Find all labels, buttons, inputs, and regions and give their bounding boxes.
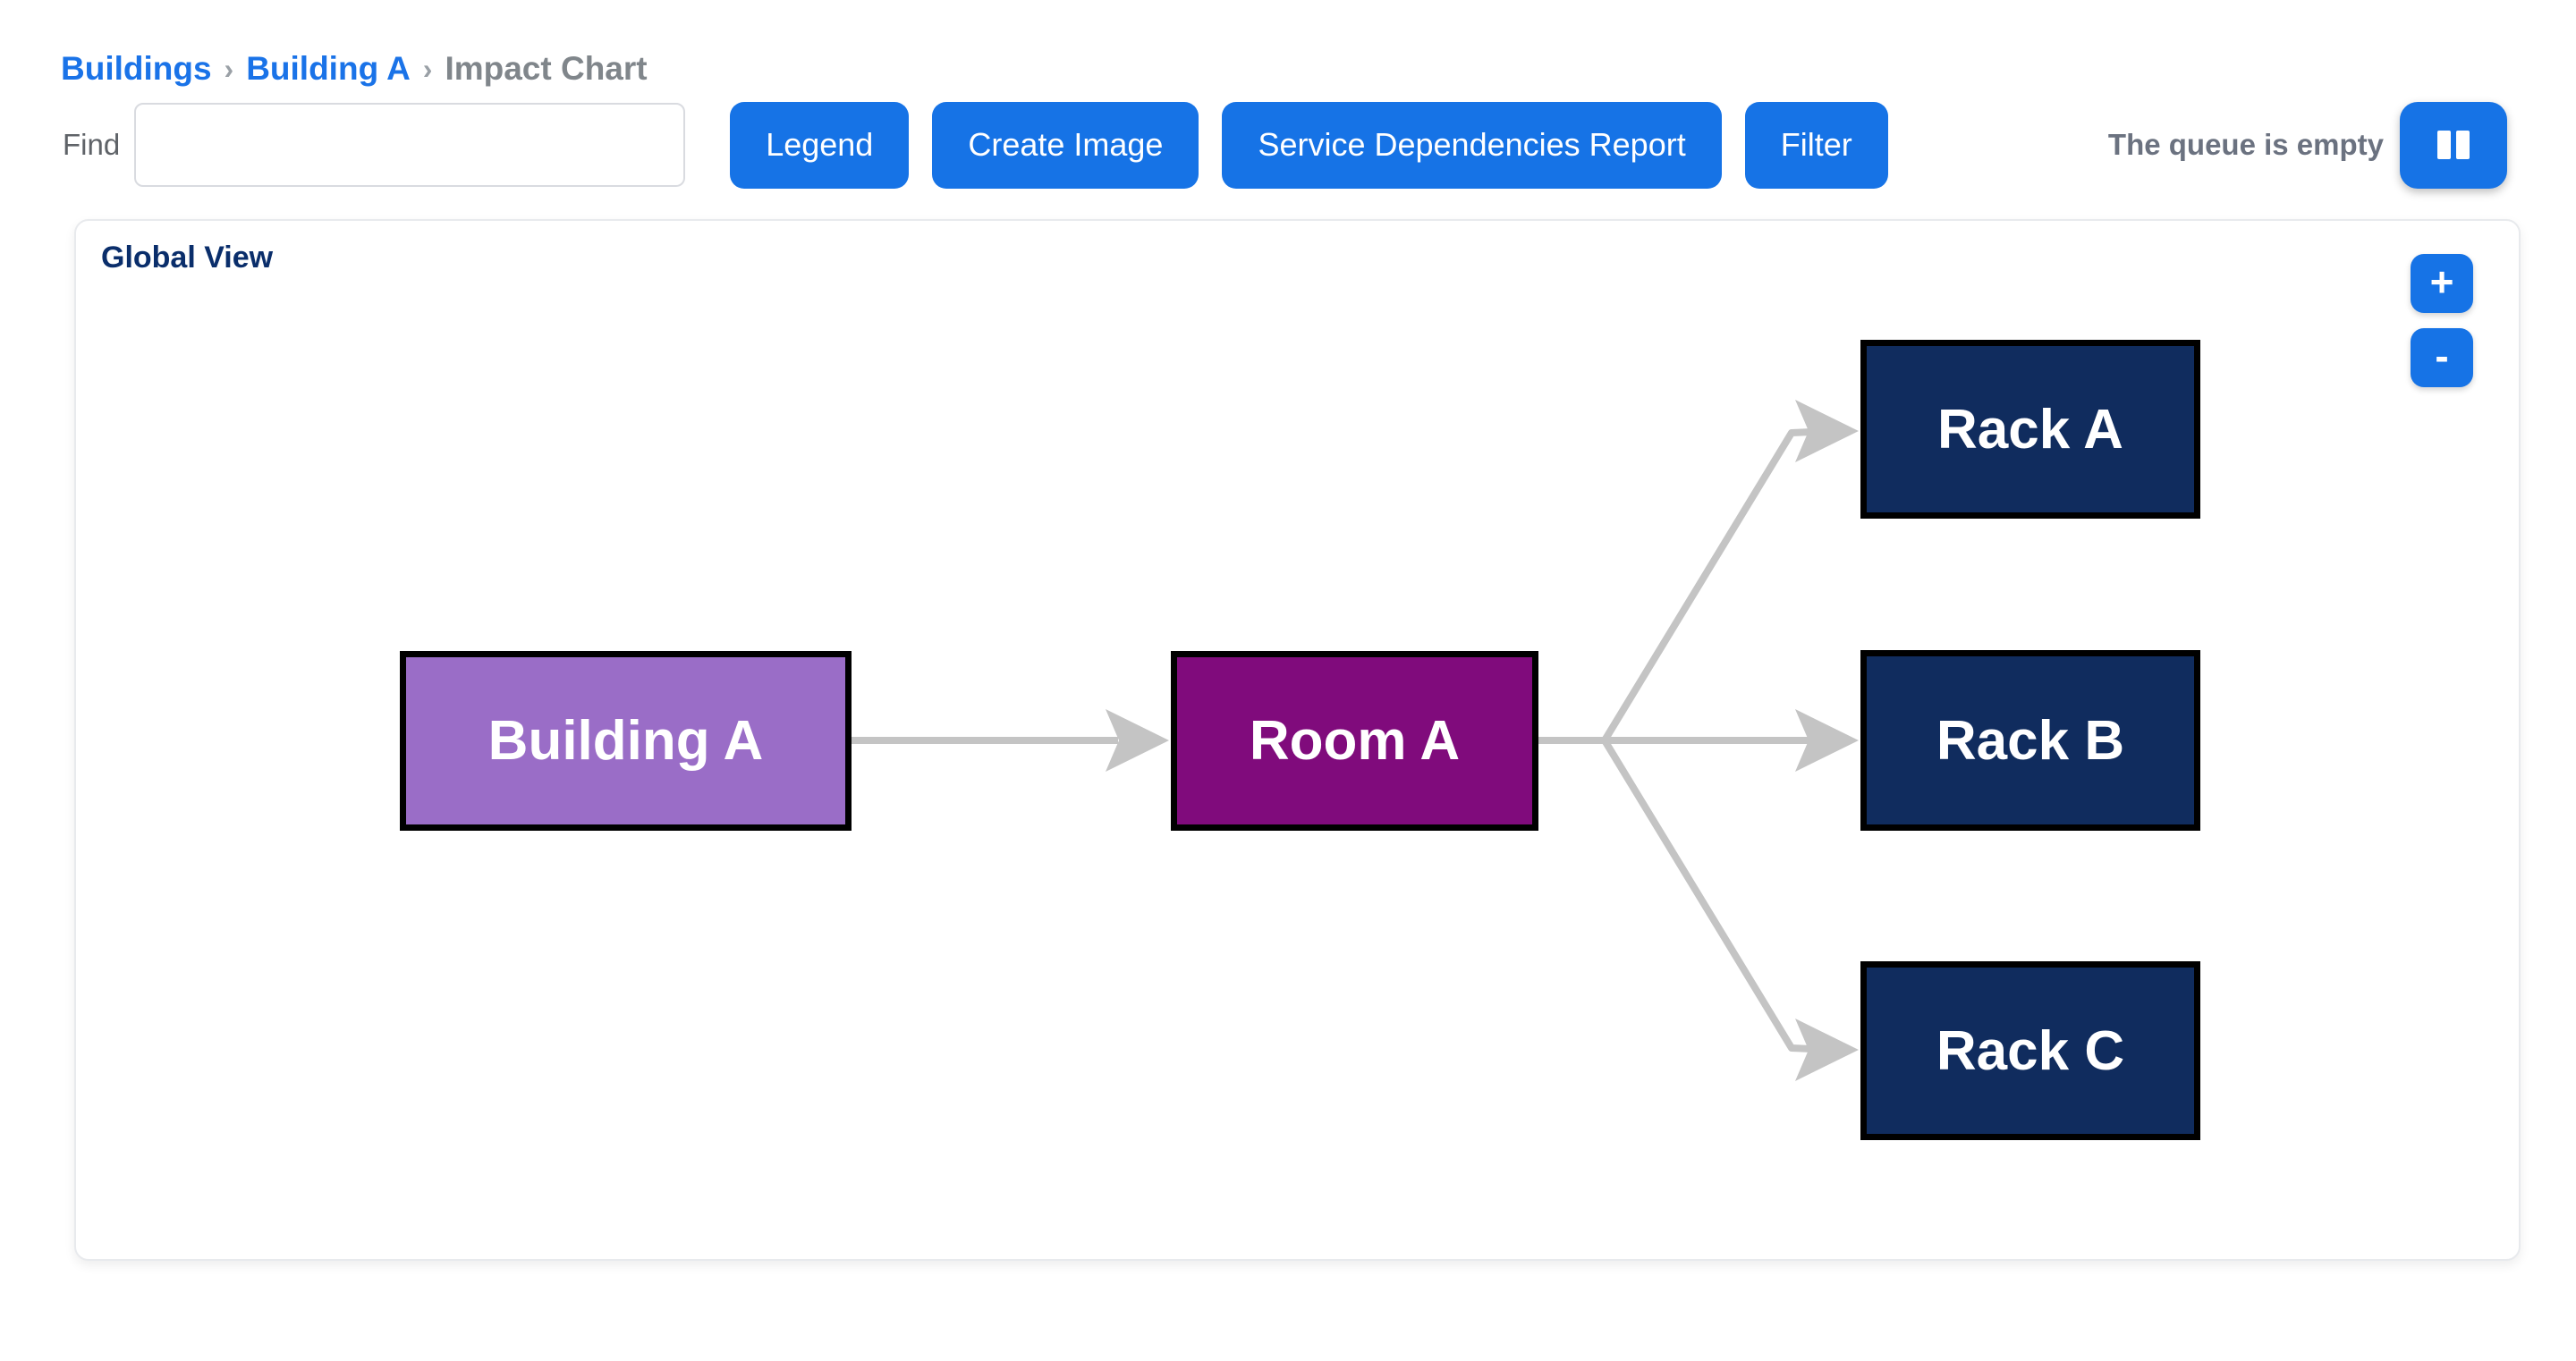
arrowhead-rack-a — [1795, 400, 1859, 462]
edge-room-a-rack-a — [1538, 428, 1812, 744]
queue-pause-button[interactable] — [2400, 101, 2507, 189]
toolbar-button-group: Legend Create Image Service Dependencies… — [730, 101, 1888, 189]
breadcrumb-current-impact-chart: Impact Chart — [445, 50, 648, 87]
node-rack-a[interactable]: Rack A — [1860, 340, 2200, 519]
breadcrumb-link-building-a[interactable]: Building A — [246, 50, 411, 87]
node-rack-b[interactable]: Rack B — [1860, 650, 2200, 831]
breadcrumb-separator: › — [422, 52, 433, 85]
arrowhead-rack-b — [1795, 709, 1859, 772]
queue-status-area: The queue is empty — [2107, 101, 2507, 189]
breadcrumb-separator: › — [224, 52, 234, 85]
queue-status-text: The queue is empty — [2107, 128, 2384, 161]
find-label: Find — [63, 128, 121, 161]
arrowhead-room-a — [1106, 709, 1169, 772]
arrowhead-rack-c — [1795, 1019, 1859, 1081]
breadcrumb-link-buildings[interactable]: Buildings — [61, 50, 212, 87]
create-image-button[interactable]: Create Image — [932, 101, 1199, 189]
global-view-panel: Global View + - Building A Room A Rack A… — [74, 219, 2521, 1261]
breadcrumb: Buildings › Building A › Impact Chart — [61, 50, 2576, 88]
find-input[interactable] — [134, 103, 686, 187]
pause-icon — [2456, 131, 2470, 159]
node-building-a[interactable]: Building A — [400, 651, 852, 831]
zoom-out-button[interactable]: - — [2411, 328, 2473, 387]
toolbar: Find Legend Create Image Service Depende… — [0, 100, 2576, 190]
service-dependencies-report-button[interactable]: Service Dependencies Report — [1222, 101, 1722, 189]
legend-button[interactable]: Legend — [730, 101, 910, 189]
zoom-in-button[interactable]: + — [2411, 254, 2473, 313]
pause-icon — [2437, 131, 2451, 159]
panel-title: Global View — [101, 241, 274, 275]
edge-room-a-rack-c — [1538, 737, 1812, 1052]
node-rack-c[interactable]: Rack C — [1860, 961, 2200, 1140]
node-room-a[interactable]: Room A — [1171, 651, 1538, 831]
filter-button[interactable]: Filter — [1744, 101, 1888, 189]
